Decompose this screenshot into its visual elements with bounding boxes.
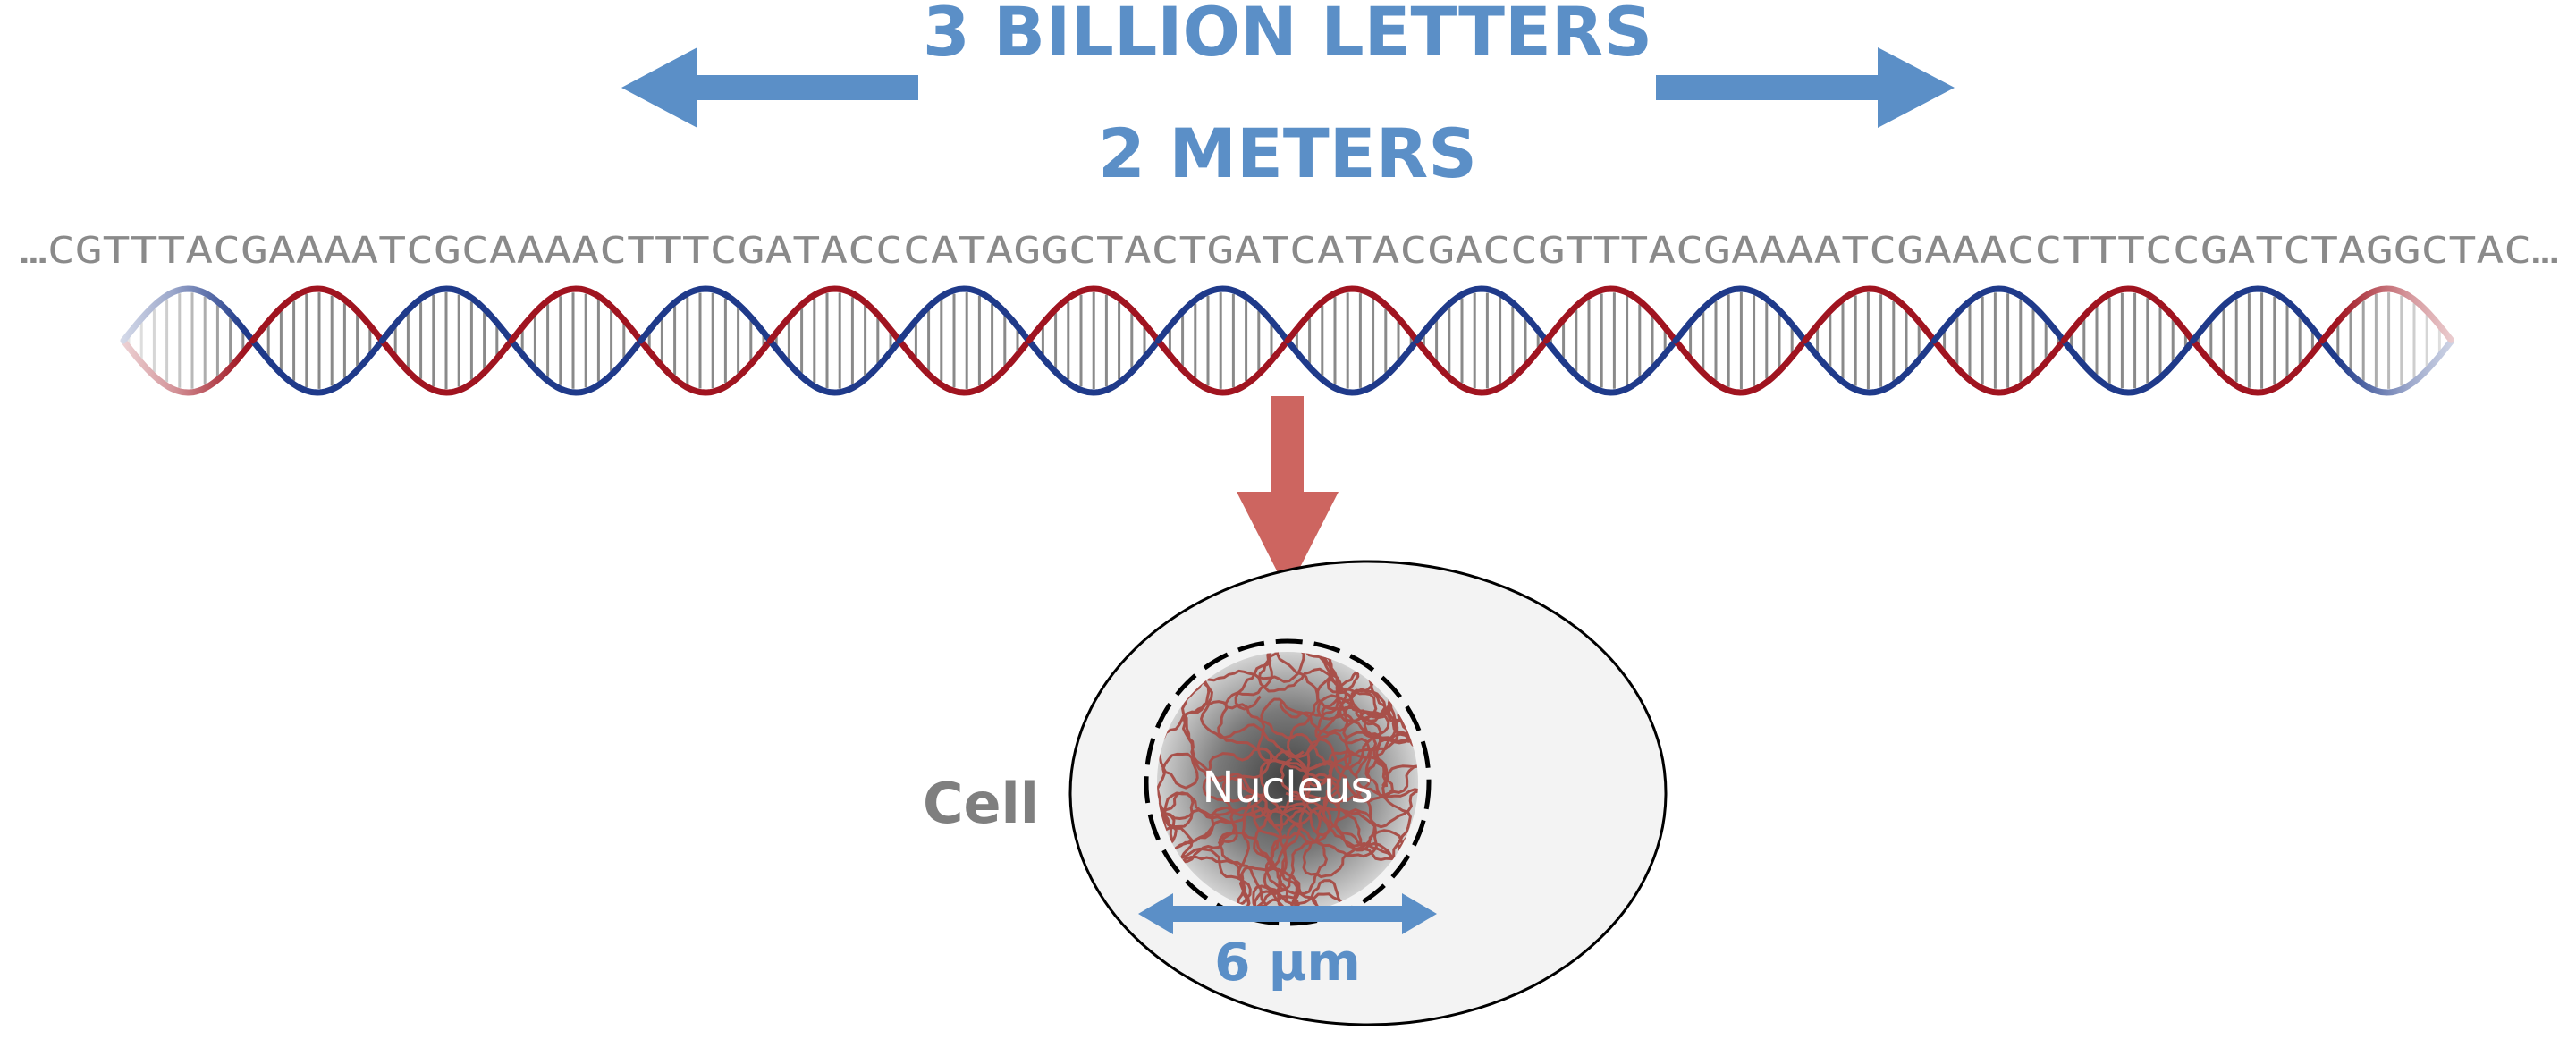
dna-double-helix: [114, 277, 2466, 402]
chromatin-strand: [1256, 697, 1418, 902]
headline-letters: 3 BILLION LETTERS: [923, 0, 1652, 72]
nucleus-label: Nucleus: [1202, 763, 1372, 813]
chromatin-strand: [1181, 652, 1390, 827]
arrow-right-icon: [1656, 47, 1955, 128]
cell-label: Cell: [923, 771, 1039, 836]
headline-length: 2 METERS: [1098, 114, 1477, 193]
chromatin-strand: [1252, 652, 1418, 913]
double-arrow-icon: [1138, 893, 1437, 934]
nuclear-envelope: [1144, 638, 1432, 926]
dna-sequence: …CGTTTACGAAAATCGCAAAACTTTCGATACCCATAGGCT…: [20, 229, 2559, 272]
chromatin-strand: [1174, 750, 1398, 913]
arrow-down-icon: [1237, 396, 1339, 592]
arrow-left-icon: [621, 47, 918, 128]
helix-end-fade: [114, 277, 2466, 402]
nucleus-size-label: 6 µm: [1214, 932, 1361, 993]
